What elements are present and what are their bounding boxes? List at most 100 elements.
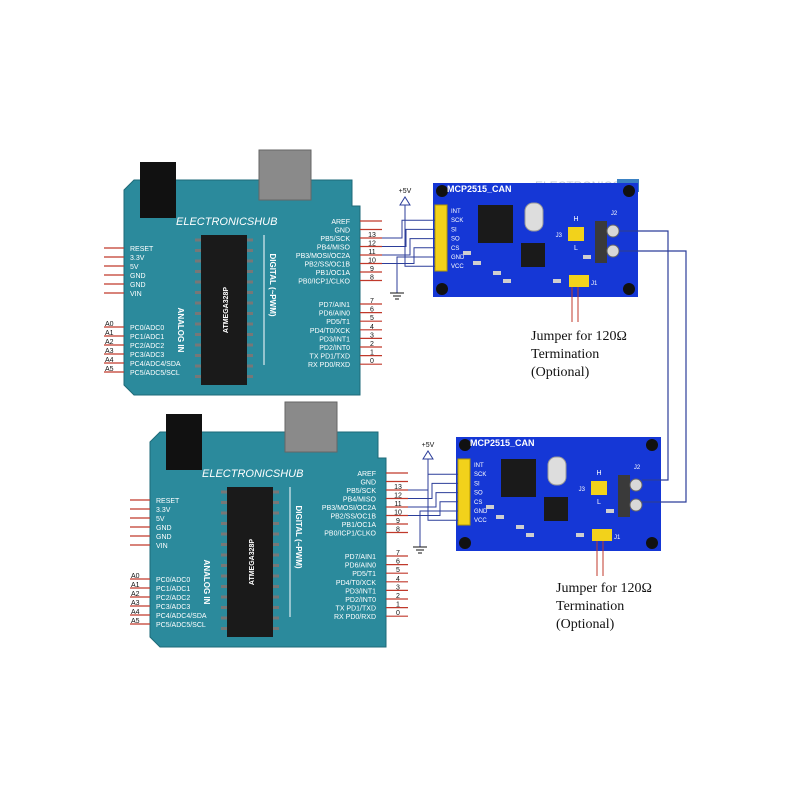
power-pin-label: GND bbox=[156, 525, 172, 532]
mcu-chip-label: ATMEGA328P bbox=[223, 287, 230, 333]
analog-pin-number: A3 bbox=[131, 600, 140, 607]
smd-component bbox=[606, 509, 614, 513]
spi-wire-bottom bbox=[408, 482, 458, 499]
mcu-chip bbox=[227, 487, 273, 637]
j1-label: J1 bbox=[591, 281, 598, 287]
j3-jumper bbox=[591, 481, 607, 495]
smd-component bbox=[516, 525, 524, 529]
j3-label: J3 bbox=[556, 233, 563, 239]
smd-component bbox=[463, 251, 471, 255]
supply-arrow bbox=[399, 196, 411, 206]
digital-pin-number: 1 bbox=[396, 602, 400, 609]
mounting-hole bbox=[459, 537, 471, 549]
smd-component bbox=[486, 505, 494, 509]
digital-pin-func: PB4/MISO bbox=[343, 497, 377, 504]
digital-pin-number: 1 bbox=[370, 350, 374, 357]
digital-pin-func: PD2/INT0 bbox=[345, 597, 376, 604]
crystal bbox=[524, 202, 544, 232]
mounting-hole bbox=[436, 185, 448, 197]
power-jack bbox=[166, 414, 202, 470]
module-pin-label: GND bbox=[474, 509, 488, 515]
smd-component bbox=[553, 279, 561, 283]
power-pin-label: RESET bbox=[130, 246, 154, 253]
digital-pin-number: 4 bbox=[396, 576, 400, 583]
analog-in-title: ANALOG IN bbox=[202, 560, 211, 605]
ground-top bbox=[390, 292, 404, 300]
analog-pin-number: A3 bbox=[105, 348, 114, 355]
digital-pin-number: 0 bbox=[370, 358, 374, 365]
supply-top: +5V bbox=[399, 188, 412, 206]
mounting-hole bbox=[646, 439, 658, 451]
smd-component bbox=[473, 261, 481, 265]
digital-pin-number: 10 bbox=[394, 510, 402, 517]
j3-h-label: H bbox=[573, 216, 578, 223]
analog-pin-func: PC5/ADC5/SCL bbox=[130, 370, 180, 377]
digital-pin-func: PD6/AIN0 bbox=[345, 563, 376, 570]
analog-pin-func: PC1/ADC1 bbox=[130, 334, 164, 341]
digital-pin-func: RX PD0/RXD bbox=[334, 614, 376, 621]
jumper-note-bottom-line1: Jumper for 120Ω bbox=[556, 581, 652, 596]
digital-pin-number: 7 bbox=[396, 550, 400, 557]
analog-pin-number: A0 bbox=[105, 321, 114, 328]
digital-pin-func: PB5/SCK bbox=[346, 488, 376, 495]
module-pin-label: CS bbox=[451, 246, 459, 252]
j3-l-label: L bbox=[574, 245, 578, 252]
spi-wire-bottom bbox=[408, 473, 458, 491]
digital-pin-func: PD2/INT0 bbox=[319, 345, 350, 352]
digital-pin-number: 2 bbox=[370, 341, 374, 348]
digital-pin-number: 13 bbox=[368, 232, 376, 239]
module-pin-label: SI bbox=[451, 227, 457, 233]
jumper-note-bottom-line3: (Optional) bbox=[556, 617, 615, 632]
pin-header bbox=[434, 204, 448, 272]
analog-pin-number: A0 bbox=[131, 573, 140, 580]
analog-pin-number: A4 bbox=[105, 357, 114, 364]
digital-pin-number: 2 bbox=[396, 593, 400, 600]
spi-wire-top bbox=[382, 247, 435, 264]
transceiver-chip bbox=[544, 497, 568, 521]
module-pin-label: VCC bbox=[451, 264, 464, 270]
spi-wire-bottom bbox=[408, 492, 458, 508]
power-pin-label: VIN bbox=[156, 543, 168, 550]
digital-pin-func: PB2/SS/OC1B bbox=[330, 514, 376, 521]
power-pin-label: RESET bbox=[156, 498, 180, 505]
module-pin-label: CS bbox=[474, 500, 482, 506]
analog-in-title: ANALOG IN bbox=[176, 308, 185, 353]
digital-pin-func: RX PD0/RXD bbox=[308, 362, 350, 369]
digital-pin-func: PB1/OC1A bbox=[316, 270, 351, 277]
mounting-hole bbox=[646, 537, 658, 549]
digital-pin-func: PB0/ICP1/CLKO bbox=[298, 279, 350, 286]
power-pin-label: 3.3V bbox=[130, 255, 145, 262]
ground-bottom bbox=[413, 546, 427, 554]
pin-header bbox=[457, 458, 471, 526]
analog-pin-func: PC2/ADC2 bbox=[156, 595, 190, 602]
j1-label: J1 bbox=[614, 535, 621, 541]
board-brand-label: ELECTRONICSHUB bbox=[176, 216, 277, 228]
j2-screw-l bbox=[629, 498, 643, 512]
spi-wire-top bbox=[382, 219, 435, 239]
digital-pin-number: 3 bbox=[396, 584, 400, 591]
vcc-wire-bottom bbox=[427, 459, 458, 521]
digital-pin-func: PB1/OC1A bbox=[342, 522, 377, 529]
j2-screw-l bbox=[606, 244, 620, 258]
j3-l-label: L bbox=[597, 499, 601, 506]
smd-component bbox=[493, 271, 501, 275]
digital-pin-func: PD5/T1 bbox=[352, 571, 376, 578]
mcp2515-chip bbox=[478, 205, 513, 243]
digital-pin-number: 11 bbox=[394, 501, 401, 508]
digital-pin-func: PB3/MOSI/OC2A bbox=[322, 505, 376, 512]
analog-pin-number: A1 bbox=[131, 582, 140, 589]
crystal bbox=[547, 456, 567, 486]
digital-pin-number: 8 bbox=[370, 275, 374, 282]
jumper-note-top-line3: (Optional) bbox=[531, 365, 590, 380]
module-pcb bbox=[456, 437, 661, 551]
power-jack bbox=[140, 162, 176, 218]
mounting-hole bbox=[623, 185, 635, 197]
mounting-hole bbox=[436, 283, 448, 295]
digital-pin-func: PB2/SS/OC1B bbox=[304, 262, 350, 269]
digital-pin-number: 6 bbox=[396, 559, 400, 566]
vcc-wire-top bbox=[404, 205, 435, 267]
